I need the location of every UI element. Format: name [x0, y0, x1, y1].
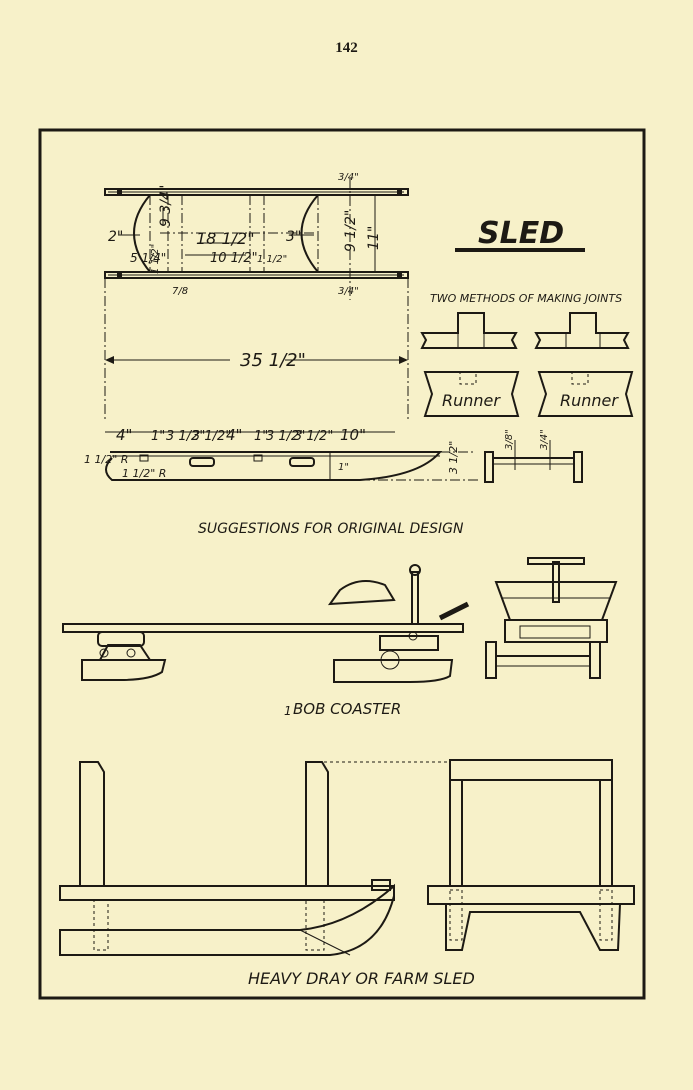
- dim-3-4-top: 3/4": [338, 172, 359, 183]
- dim-3-4-bottom: 3/4": [338, 286, 359, 297]
- dim-11: 11": [366, 226, 382, 250]
- dim-1-runner: 1": [338, 462, 349, 473]
- length-span: [104, 278, 409, 420]
- dim-3-1-2-side: 3 1/2": [447, 441, 460, 474]
- dim-35-1-2: 35 1/2": [240, 350, 306, 371]
- seg-4: 3 1/2": [192, 429, 231, 444]
- seg-7: 3 1/2": [266, 429, 305, 444]
- dim-10-1-2: 10 1/2": [210, 251, 258, 266]
- dim-18-1-2: 18 1/2": [196, 229, 255, 248]
- runner-label-1: Runner: [442, 391, 501, 410]
- dim-2: 2": [108, 229, 123, 245]
- seg-1: 4": [116, 426, 132, 444]
- seg-6: 1": [254, 429, 268, 444]
- seg-3: 3 1/2": [166, 429, 205, 444]
- seg-2: 1": [151, 429, 165, 444]
- dim-3: 3": [286, 229, 301, 245]
- plan-view: [104, 178, 409, 300]
- dim-1-1-2-left: 1 1/2": [150, 244, 161, 274]
- side-view: [105, 431, 583, 483]
- joint-diagrams: [420, 312, 634, 417]
- seg-5: 4": [226, 426, 242, 444]
- dim-3-4-end: 3/4": [539, 429, 550, 450]
- radius-lower: 1 1/2" R: [122, 467, 166, 480]
- seg-8: 3 1/2": [294, 429, 333, 444]
- plate-title: SLED: [478, 216, 564, 251]
- dim-5-1-4: 5 1/4": [130, 251, 166, 265]
- dim-7-8: 7/8: [172, 286, 188, 297]
- dim-9-1-2: 9 1/2": [343, 210, 359, 252]
- bob-coaster-front: [485, 557, 618, 679]
- dim-9-3-4: 9 3/4": [158, 185, 174, 227]
- caption-heavy-sled: HEAVY DRAY OR FARM SLED: [248, 969, 475, 988]
- caption-bob-mark: 1: [284, 704, 292, 718]
- heavy-sled-side: [59, 761, 450, 956]
- caption-bob-coaster: BOB COASTER: [293, 700, 401, 718]
- bob-coaster-side: [62, 564, 470, 683]
- seg-9: 10": [340, 426, 366, 444]
- plate-border: [38, 128, 646, 1000]
- runner-label-2: Runner: [560, 391, 619, 410]
- dim-3-8: 3/8": [504, 429, 515, 450]
- caption-original-design: SUGGESTIONS FOR ORIGINAL DESIGN: [198, 521, 464, 537]
- radius-upper: 1 1/2" R: [84, 453, 128, 466]
- heavy-sled-end: [427, 759, 635, 951]
- page-number: 142: [335, 40, 358, 56]
- joints-heading: TWO METHODS OF MAKING JOINTS: [430, 292, 622, 305]
- dim-1-1-2-right: 1 1/2": [257, 254, 287, 265]
